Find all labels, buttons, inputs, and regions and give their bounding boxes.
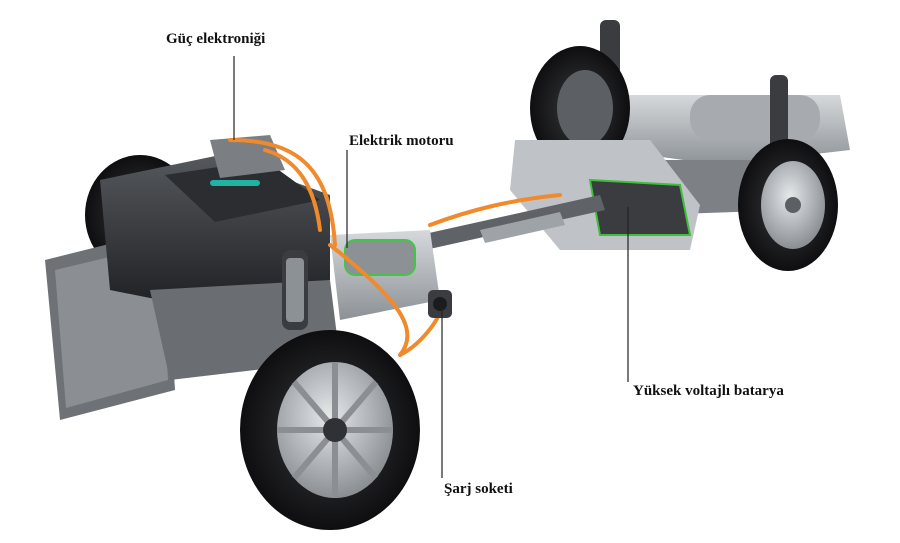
leader-lines	[233, 56, 629, 478]
front-suspension	[282, 250, 308, 330]
front-right-wheel	[240, 330, 420, 530]
charging-socket	[428, 290, 452, 318]
power-electronics-unit	[210, 135, 285, 178]
label-charging-socket: Şarj soketi	[444, 481, 513, 497]
label-power-electronics: Güç elektroniği	[166, 31, 266, 47]
rear-right-wheel	[738, 139, 838, 271]
driveshaft	[420, 195, 605, 250]
label-electric-motor: Elektrik motoru	[349, 133, 454, 149]
rear-left-wheel	[530, 46, 630, 170]
transmission-electric-motor	[330, 230, 440, 320]
label-high-voltage-battery: Yüksek voltajlı batarya	[633, 383, 784, 399]
